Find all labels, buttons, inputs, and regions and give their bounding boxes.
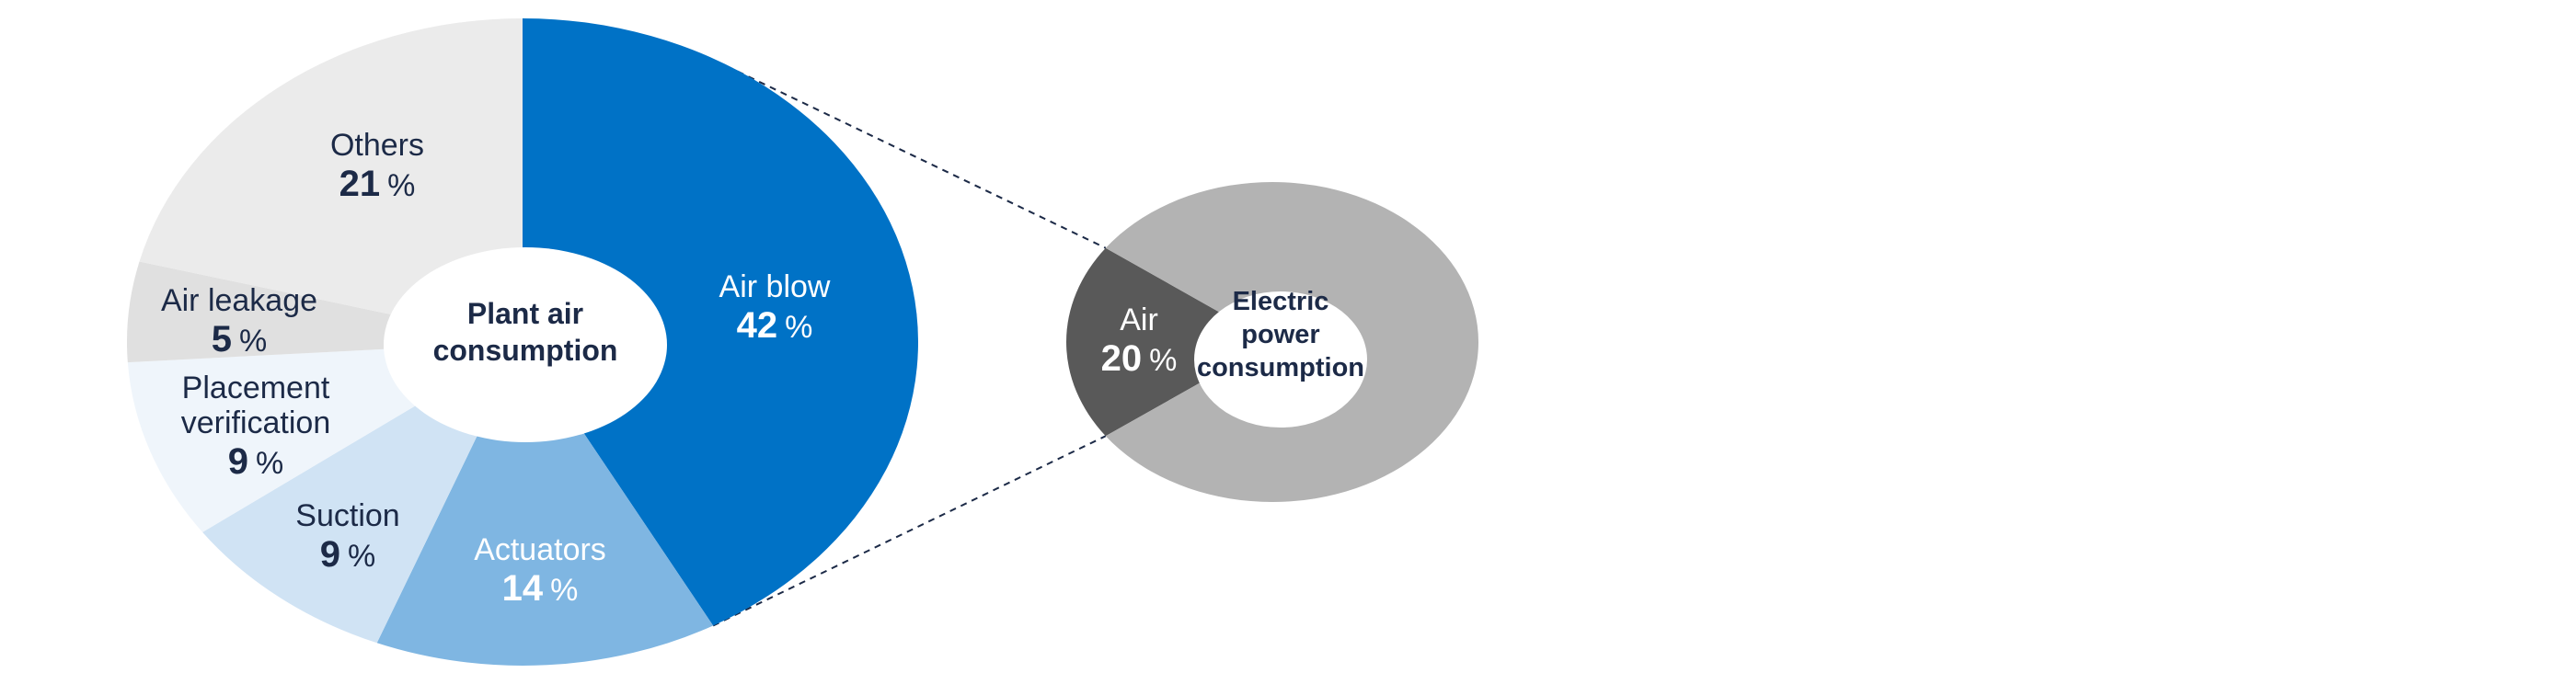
electric-title-line-2: power	[1241, 320, 1319, 349]
connector-lines	[712, 65, 1107, 627]
plant-air-title-line-2: consumption	[433, 334, 618, 367]
placement-verification-label-line-1: Placement	[182, 371, 330, 405]
air-leakage-value: 5%	[212, 319, 267, 359]
electric-title-line-3: consumption	[1197, 353, 1364, 382]
actuators-value: 14%	[502, 568, 579, 609]
donut-slice-air	[1066, 247, 1272, 437]
slice-others	[139, 18, 523, 342]
air-blow-label: Air blow	[719, 269, 831, 304]
air-value: 20%	[1101, 338, 1178, 379]
placement-verification-value: 9%	[228, 441, 283, 482]
placement-verification-label-line-2: verification	[181, 405, 331, 440]
air-blow-value: 42%	[737, 305, 813, 346]
electric-center-hole	[1194, 291, 1367, 428]
electric-title-line-1: Electric	[1233, 287, 1329, 316]
air-leakage-label: Air leakage	[161, 283, 317, 318]
plant-air-center-hole	[384, 247, 667, 442]
connector-line-bottom	[712, 435, 1107, 627]
slice-air-blow	[523, 18, 918, 626]
actuators-label: Actuators	[474, 532, 606, 567]
slice-actuators	[376, 342, 714, 666]
others-label: Others	[330, 128, 424, 163]
plant-air-title-line-1: Plant air	[467, 297, 583, 330]
suction-value: 9%	[320, 534, 375, 575]
air-label: Air	[1120, 302, 1158, 337]
others-value: 21%	[339, 164, 416, 204]
connector-line-top	[726, 65, 1107, 249]
suction-label: Suction	[295, 498, 399, 533]
